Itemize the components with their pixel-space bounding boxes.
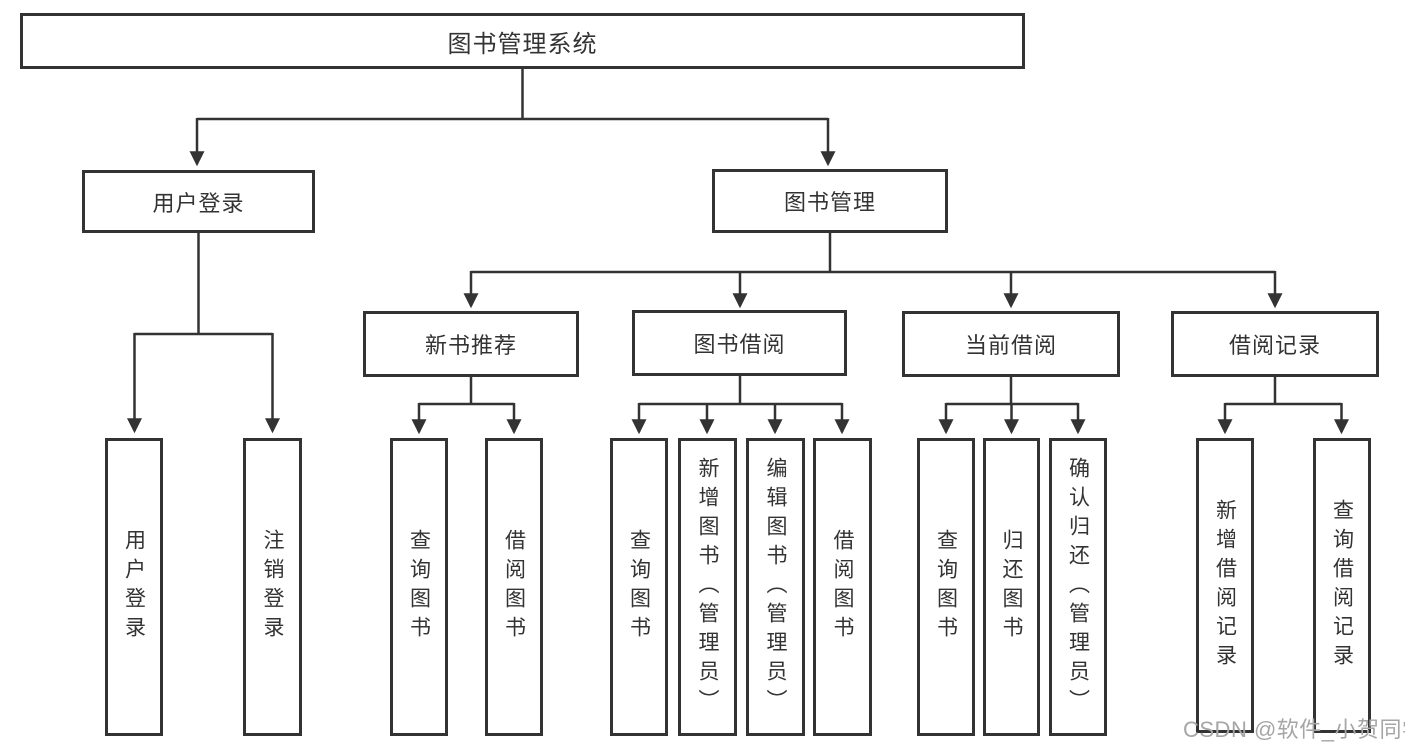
node-label: 用户登录 — [122, 529, 146, 645]
node-label: 用户登录 — [152, 190, 245, 216]
node-new-book-recommendation: 新书推荐 — [363, 311, 579, 377]
node-book-management: 图书管理 — [712, 169, 948, 233]
node-label: 当前借阅 — [964, 333, 1057, 358]
node-label: 新增借阅记录 — [1213, 498, 1237, 673]
leaf-add-borrow-record: 新增借阅记录 — [1196, 438, 1254, 733]
node-label: 借阅图书 — [831, 529, 854, 645]
node-label: 借阅图书 — [502, 529, 526, 645]
csdn-watermark: CSDN @软件_小贺同学 — [1183, 717, 1405, 742]
node-label: 借阅记录 — [1228, 333, 1321, 358]
node-book-borrowing: 图书借阅 — [632, 310, 847, 376]
node-label: 图书管理 — [783, 190, 876, 215]
leaf-query-books-rec: 查询图书 — [390, 438, 448, 736]
node-label: 归还图书 — [1000, 529, 1023, 645]
node-label: 查询图书 — [934, 529, 958, 645]
node-label: 查询借阅记录 — [1330, 498, 1354, 673]
leaf-return-books: 归还图书 — [983, 438, 1040, 736]
node-label: 查询图书 — [627, 529, 651, 645]
node-label: 编辑图书（管理员） — [764, 456, 787, 718]
leaf-user-login: 用户登录 — [105, 438, 163, 736]
node-user-login: 用户登录 — [82, 170, 315, 233]
leaf-query-borrow-record: 查询借阅记录 — [1313, 438, 1371, 733]
node-label: 查询图书 — [407, 529, 431, 645]
leaf-borrow-books-rec: 借阅图书 — [485, 438, 543, 736]
node-current-borrowing: 当前借阅 — [902, 311, 1120, 377]
leaf-logout: 注销登录 — [243, 438, 302, 736]
node-label: 新书推荐 — [424, 333, 517, 358]
node-label: 注销登录 — [261, 529, 284, 645]
leaf-edit-books-admin: 编辑图书（管理员） — [746, 438, 805, 736]
node-borrowing-records: 借阅记录 — [1171, 311, 1379, 377]
leaf-confirm-return-admin: 确认归还（管理员） — [1049, 438, 1107, 736]
node-label: 新增图书（管理员） — [696, 456, 719, 718]
node-label: 图书借阅 — [693, 332, 786, 357]
leaf-borrow-books-borrow: 借阅图书 — [813, 438, 872, 736]
leaf-query-books-current: 查询图书 — [917, 438, 975, 736]
node-label: 确认归还（管理员） — [1066, 456, 1090, 718]
leaf-add-books-admin: 新增图书（管理员） — [678, 438, 737, 736]
node-library-management-system: 图书管理系统 — [20, 13, 1025, 69]
node-label: 图书管理系统 — [447, 30, 598, 58]
leaf-query-books-borrow: 查询图书 — [610, 438, 668, 736]
